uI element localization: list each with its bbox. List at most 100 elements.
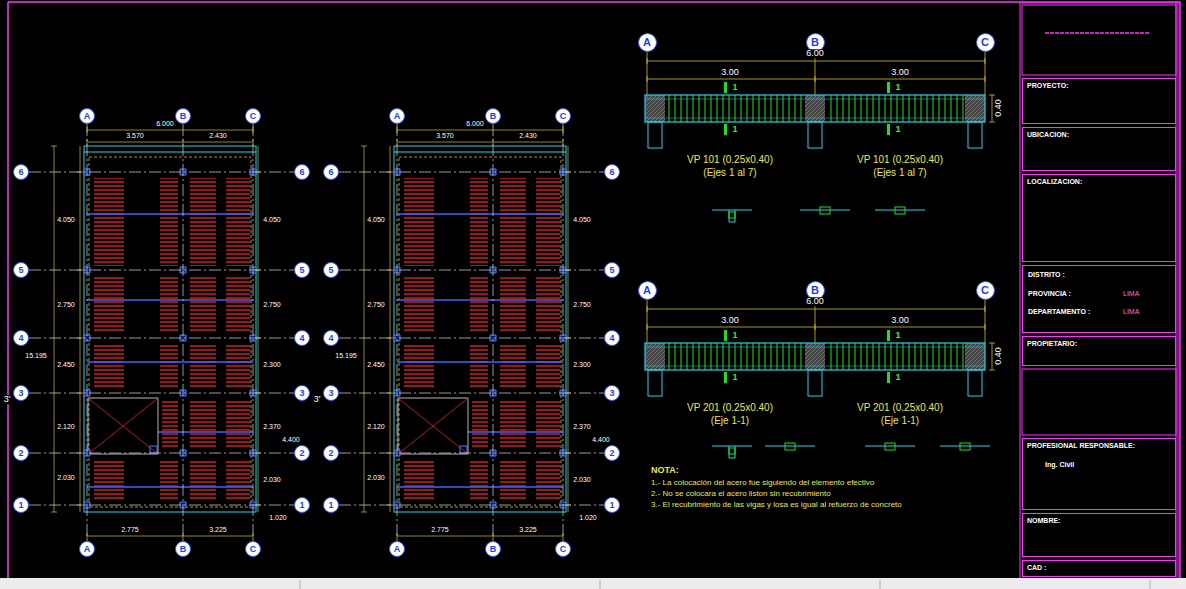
field-label: CAD : <box>1027 564 1046 572</box>
axis-label: C <box>981 37 989 48</box>
axis-bubble: 5 <box>323 262 339 278</box>
axis-label: 1 <box>299 501 304 510</box>
axis-label: 1 <box>609 501 614 510</box>
dimension-text: 4.050 <box>56 216 76 223</box>
dimension-text: 2.370 <box>572 423 592 430</box>
dimension-text: 4.400 <box>281 436 301 443</box>
axis-bubble: 3 <box>294 385 310 401</box>
title-block-cell: LOCALIZACION: <box>1022 174 1176 262</box>
beam-axes: (Ejes 1 al 7) <box>872 168 927 179</box>
dimension-text: 3.225 <box>518 526 538 533</box>
axis-label: 4 <box>328 334 333 343</box>
field-value: LIMA <box>1123 308 1139 316</box>
axis-label: B <box>811 285 819 296</box>
dimension-text: 6.000 <box>465 120 485 127</box>
dimension-text: 2.370 <box>262 423 282 430</box>
beam-name: VP 101 (0.25x0.40) <box>856 155 944 166</box>
field-label: PROPIETARIO: <box>1027 340 1077 348</box>
grid-axis-line <box>339 505 604 506</box>
dimension-text: 15.195 <box>24 352 47 359</box>
axis-label: A <box>394 545 401 554</box>
axis-bubble: 1 <box>294 497 310 513</box>
axis-bubble: 6 <box>323 164 339 180</box>
axis-label: 6 <box>18 168 23 177</box>
axis-bubble: 5 <box>13 262 29 278</box>
grid-axis-line <box>493 124 494 541</box>
axis-bubble: 3 <box>604 385 620 401</box>
axis-bubble: C <box>976 33 995 52</box>
axis-label: 5 <box>328 266 333 275</box>
note-text: 2.- No se colocara el acero liston sin r… <box>650 490 832 498</box>
axis-bubble: 4 <box>294 330 310 346</box>
axis-bubble: 6 <box>13 164 29 180</box>
section-mark: 1 <box>731 331 738 340</box>
dimension-text: 3.225 <box>208 526 228 533</box>
section-mark: 1 <box>731 373 738 382</box>
axis-label: 4 <box>609 334 614 343</box>
axis-label: 6 <box>299 168 304 177</box>
dimension-text: 6.000 <box>155 120 175 127</box>
field-label: LOCALIZACION: <box>1027 178 1082 186</box>
axis-bubble: 2 <box>604 445 620 461</box>
axis-label: 3 <box>328 389 333 398</box>
field-label: PROFESIONAL RESPONSABLE: <box>1027 442 1135 450</box>
axis-bubble: A <box>79 541 95 557</box>
dimension-text: 15.195 <box>334 352 357 359</box>
dimension-text: 6.00 <box>805 297 825 306</box>
axis-bubble: A <box>638 33 657 52</box>
axis-bubble: B <box>175 108 191 124</box>
dimension-text: 2.450 <box>56 361 76 368</box>
axis-label: C <box>250 112 257 121</box>
axis-bubble: 1 <box>323 497 339 513</box>
axis-label: C <box>981 285 989 296</box>
axis-label: 1 <box>328 501 333 510</box>
section-mark: 1 <box>894 125 901 134</box>
axis-bubble: 2 <box>323 445 339 461</box>
grid-axis-line <box>183 124 184 541</box>
axis-label: 5 <box>18 266 23 275</box>
dimension-text: 3.00 <box>890 68 910 77</box>
axis-label: A <box>643 285 651 296</box>
dimension-text: 3' <box>313 395 322 404</box>
dimension-text: 2.030 <box>262 476 282 483</box>
axis-label: 2 <box>328 449 333 458</box>
grid-axis-line <box>397 124 398 541</box>
grid-axis-line <box>29 505 294 506</box>
beam-name: VP 201 (0.25x0.40) <box>686 403 774 414</box>
axis-label: C <box>560 545 567 554</box>
axis-label: 5 <box>609 266 614 275</box>
title-block-cell: PROYECTO: <box>1022 78 1176 124</box>
axis-bubble: C <box>245 108 261 124</box>
axis-bubble: 2 <box>13 445 29 461</box>
axis-bubble: C <box>245 541 261 557</box>
field-label: NOMBRE: <box>1027 517 1060 525</box>
axis-bubble: 3 <box>323 385 339 401</box>
axis-label: 3 <box>609 389 614 398</box>
beam-axes: (Eje 1-1) <box>880 416 920 427</box>
axis-bubble: 6 <box>294 164 310 180</box>
axis-label: 3 <box>18 389 23 398</box>
axis-label: A <box>394 112 401 121</box>
axis-label: 2 <box>299 449 304 458</box>
beam-name: VP 101 (0.25x0.40) <box>686 155 774 166</box>
axis-label: 4 <box>299 334 304 343</box>
grid-axis-line <box>29 453 294 454</box>
title-block-cell: NOMBRE: <box>1022 513 1176 557</box>
section-mark: 1 <box>894 373 901 382</box>
grid-axis-line <box>29 172 294 173</box>
grid-axis-line <box>339 270 604 271</box>
axis-label: 4 <box>18 334 23 343</box>
grid-axis-line <box>339 453 604 454</box>
dimension-text: 2.120 <box>366 423 386 430</box>
grid-axis-line <box>339 338 604 339</box>
dimension-text: 0.40 <box>994 346 1003 366</box>
field-label: UBICACION: <box>1027 131 1069 139</box>
dimension-text: 6.00 <box>805 49 825 58</box>
grid-axis-line <box>253 124 254 541</box>
axis-bubble: C <box>555 541 571 557</box>
axis-label: B <box>811 37 819 48</box>
grid-axis-line <box>29 270 294 271</box>
section-mark: 1 <box>731 83 738 92</box>
axis-label: 2 <box>18 449 23 458</box>
